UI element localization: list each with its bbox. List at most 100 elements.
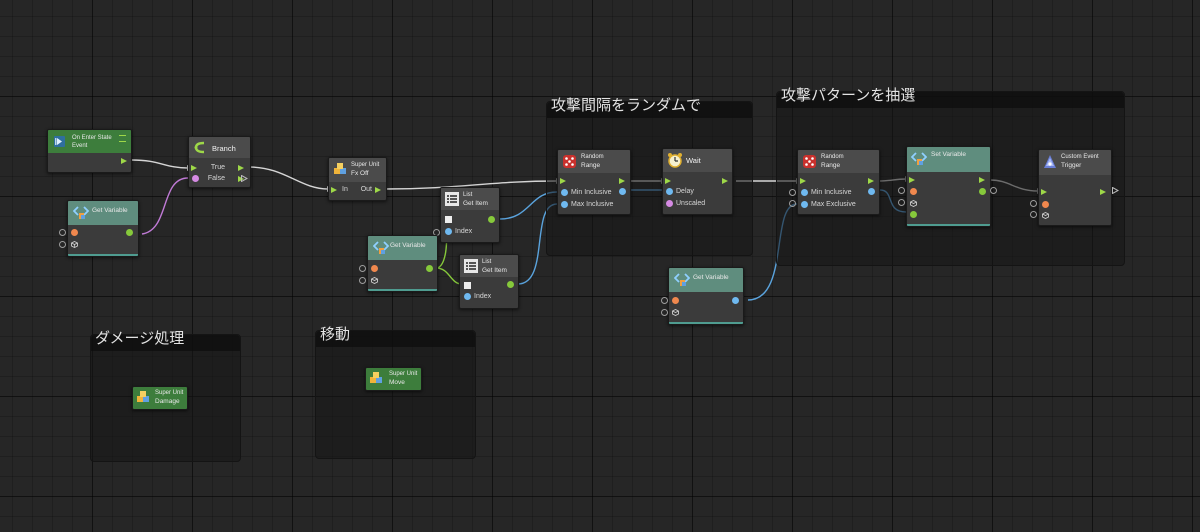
node-title: Get Variable [390, 242, 426, 249]
menu-icon[interactable] [119, 135, 126, 142]
flow-out-port[interactable] [375, 187, 381, 193]
item-out-port[interactable] [507, 281, 514, 288]
flow-in-port[interactable] [1041, 189, 1047, 195]
value-out-port[interactable] [732, 297, 739, 304]
flow-in-port[interactable] [800, 178, 806, 184]
result-out-port[interactable] [619, 188, 626, 195]
node-title: Get Variable [693, 274, 729, 281]
node-title: Branch [212, 144, 236, 153]
delay-port[interactable] [666, 188, 673, 195]
get-variable-3-ext-port-2[interactable] [661, 309, 668, 316]
index-port[interactable] [464, 293, 471, 300]
group-move[interactable]: 移動 [315, 325, 476, 459]
flow-out-port[interactable] [1100, 189, 1106, 195]
unscaled-port[interactable] [666, 200, 673, 207]
list-input-port[interactable] [464, 282, 471, 289]
node-header [189, 137, 250, 158]
custom-event-ext-port[interactable] [1030, 200, 1037, 207]
get-variable-2-ext-port-2[interactable] [359, 277, 366, 284]
list-input-port[interactable] [445, 216, 452, 223]
name-input-port[interactable] [910, 188, 917, 195]
node-footer [68, 254, 138, 256]
dice-icon [803, 155, 816, 168]
name-input-port[interactable] [371, 265, 378, 272]
flow-out-port[interactable] [121, 158, 127, 164]
variable-icon [73, 206, 89, 219]
branch-false-out-icon [241, 175, 248, 182]
flow-in-port[interactable] [665, 178, 671, 184]
flow-in-port[interactable] [331, 187, 337, 193]
group-pattern-header [777, 92, 1124, 108]
custom-event-icon [1044, 155, 1056, 168]
flow-in-port[interactable] [191, 165, 197, 171]
get-variable-3-ext-port[interactable] [661, 297, 668, 304]
list-icon [464, 259, 478, 273]
group-interval-title: 攻撃間隔をランダムで [551, 96, 702, 114]
object-cube-icon [910, 200, 917, 207]
result-out-port[interactable] [868, 188, 875, 195]
object-cube-icon [1042, 212, 1049, 219]
get-variable-2-ext-port[interactable] [359, 265, 366, 272]
set-variable-ext-port-2[interactable] [898, 199, 905, 206]
max-port[interactable] [561, 201, 568, 208]
min-port[interactable] [801, 189, 808, 196]
flow-in-port[interactable] [560, 178, 566, 184]
index-label: Index [474, 293, 492, 300]
node-branch[interactable]: Branch True False [188, 136, 251, 188]
value-out-port[interactable] [426, 265, 433, 272]
node-title: List [482, 259, 492, 265]
flow-out-port[interactable] [619, 178, 625, 184]
node-subtitle: Damage [155, 398, 180, 405]
random-range-2-ext-port[interactable] [789, 189, 796, 196]
get-variable-1-ext-port[interactable] [59, 229, 66, 236]
node-title: Set Variable [931, 151, 966, 158]
unscaled-label: Unscaled [676, 200, 706, 207]
node-get-variable-2[interactable]: Get Variable [367, 235, 438, 292]
node-random-range-1[interactable]: Random Range Min Inclusive Max Inclusive [557, 149, 631, 215]
min-port[interactable] [561, 189, 568, 196]
node-list-get-item-1[interactable]: List Get Item Index [440, 187, 500, 243]
set-variable-ext-port[interactable] [898, 187, 905, 194]
node-on-enter-state[interactable]: On Enter State Event [47, 129, 132, 173]
value-out-port[interactable] [979, 188, 986, 195]
get-variable-1-ext-port-2[interactable] [59, 241, 66, 248]
value-out-port[interactable] [126, 229, 133, 236]
flow-out-port[interactable] [722, 178, 728, 184]
flow-out-port[interactable] [868, 178, 874, 184]
flow-in-port[interactable] [909, 177, 915, 183]
out-label: Out [360, 186, 372, 193]
node-list-get-item-2[interactable]: List Get Item Index [459, 254, 519, 309]
node-super-unit-damage[interactable]: Super Unit Damage [132, 386, 188, 410]
value-input-port[interactable] [910, 211, 917, 218]
name-input-port[interactable] [1042, 201, 1049, 208]
node-get-variable-1[interactable]: Get Variable [67, 200, 139, 257]
node-super-unit-fx-off[interactable]: Super Unit Fx Off In Out [328, 157, 387, 201]
group-pattern-title: 攻撃パターンを抽選 [781, 86, 916, 104]
set-variable-out-ext-port[interactable] [990, 187, 997, 194]
custom-event-ext-port-2[interactable] [1030, 211, 1037, 218]
node-wait[interactable]: Wait Delay Unscaled [662, 148, 733, 215]
object-cube-icon [371, 277, 378, 284]
group-damage-header [91, 335, 240, 351]
event-icon [54, 136, 65, 147]
node-super-unit-move[interactable]: Super Unit Move [365, 367, 422, 391]
max-port[interactable] [801, 201, 808, 208]
item-out-port[interactable] [488, 216, 495, 223]
node-subtitle: Get Item [482, 267, 507, 274]
node-custom-event-trigger[interactable]: Custom Event Trigger [1038, 149, 1112, 226]
true-flow-port[interactable] [238, 165, 244, 171]
index-port[interactable] [445, 228, 452, 235]
node-set-variable[interactable]: Set Variable [906, 146, 991, 227]
random-range-2-ext-port-2[interactable] [789, 200, 796, 207]
node-random-range-2[interactable]: Random Range Min Inclusive Max Exclusive [797, 149, 880, 215]
name-input-port[interactable] [71, 229, 78, 236]
condition-port[interactable] [192, 175, 199, 182]
node-footer [368, 289, 437, 291]
name-input-port[interactable] [672, 297, 679, 304]
node-header [798, 150, 879, 173]
node-get-variable-3[interactable]: Get Variable [668, 267, 744, 325]
node-title: Super Unit [351, 162, 380, 168]
flow-out-port[interactable] [979, 177, 985, 183]
node-subtitle: Range [581, 162, 601, 169]
object-cube-icon [71, 241, 78, 248]
